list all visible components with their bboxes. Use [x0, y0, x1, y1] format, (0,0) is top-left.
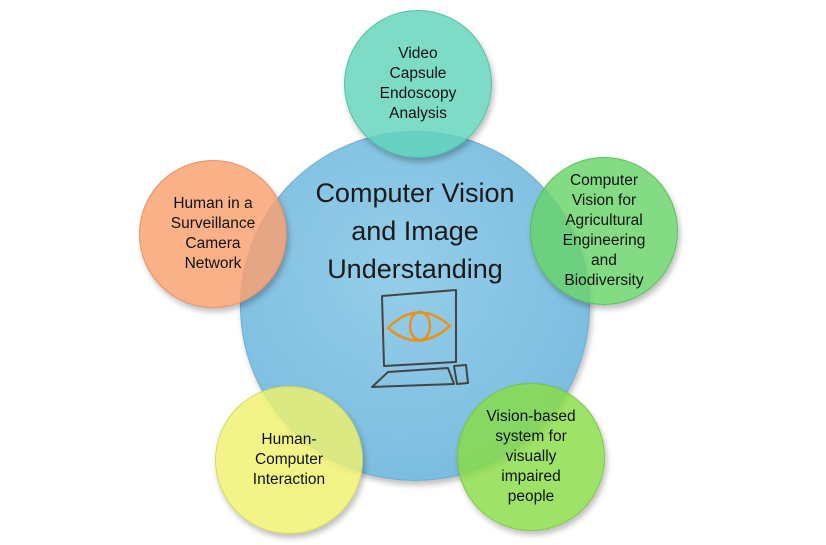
topic-human-computer-interaction: Human- Computer Interaction [215, 386, 363, 534]
topic-label: Video Capsule Endoscopy Analysis [379, 45, 457, 122]
center-title: Computer Vision and Image Understanding [315, 178, 515, 284]
topic-label: Human- Computer Interaction [252, 431, 326, 488]
topic-label: Computer Vision for Agricultural Enginee… [562, 172, 646, 289]
topic-vision-impaired-system: Vision-based system for visually impaire… [457, 383, 605, 531]
topic-agricultural-engineering: Computer Vision for Agricultural Enginee… [530, 157, 678, 305]
topic-label: Human in a Surveillance Camera Network [170, 195, 256, 272]
computer-eye-icon [366, 288, 476, 388]
topic-label: Vision-based system for visually impaire… [486, 408, 576, 505]
computer-eye-graphic [371, 289, 469, 388]
topic-surveillance-camera: Human in a Surveillance Camera Network [139, 160, 287, 308]
topic-video-capsule-endoscopy: Video Capsule Endoscopy Analysis [344, 10, 492, 158]
